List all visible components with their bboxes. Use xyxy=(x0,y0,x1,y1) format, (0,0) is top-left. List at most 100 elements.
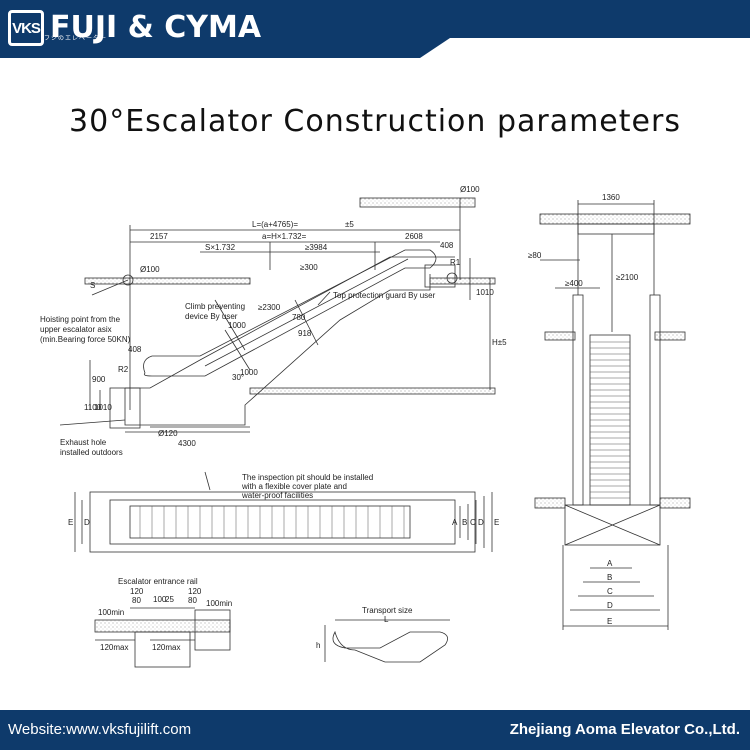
rail-120-l: 120 xyxy=(130,587,144,596)
lower-floor xyxy=(249,387,496,395)
plan-left-E: E xyxy=(68,518,73,527)
exhaust-note-2: installed outdoors xyxy=(60,448,123,457)
section-right-wall xyxy=(649,294,661,506)
section-label-E: E xyxy=(607,617,612,626)
plan-note-leader xyxy=(204,471,211,491)
rail-100min-l: 100min xyxy=(98,608,124,617)
dim-30deg: 30° xyxy=(232,373,244,382)
leader-top-guard xyxy=(317,291,331,306)
section-steps-lines xyxy=(590,341,630,499)
rail-80-r: 80 xyxy=(188,596,197,605)
section-view-text: 1360 ≥80 ≥400 ≥2100 A B C D E xyxy=(528,193,639,626)
plan-step-lines xyxy=(139,506,405,538)
footer-website[interactable]: Website:www.vksfujilift.com xyxy=(8,721,192,738)
plan-note-3: water-proof facilities xyxy=(241,491,313,500)
truss-upper-edge xyxy=(125,256,455,389)
dim-2157: 2157 xyxy=(150,232,168,241)
transport-h: h xyxy=(316,641,320,650)
transport-shape xyxy=(332,630,448,663)
dim-2608: 2608 xyxy=(405,232,423,241)
dim-1010-right: 1010 xyxy=(476,288,494,297)
dim-900: 900 xyxy=(92,375,106,384)
brand-name: FUJI & CYMA xyxy=(50,10,262,45)
footer-company: Zhejiang Aoma Elevator Co.,Ltd. xyxy=(509,721,740,738)
plan-view xyxy=(74,471,493,553)
hoist-note-3: (min.Bearing force 50KN) xyxy=(40,335,131,344)
climb-note-1: Climb preventing xyxy=(185,302,245,311)
dim-phi100-left: Ø100 xyxy=(140,265,160,274)
dim-1360: 1360 xyxy=(602,193,620,202)
truss-section-line-2 xyxy=(224,329,251,371)
dim-2100: ≥2100 xyxy=(616,273,639,282)
dim-2300: ≥2300 xyxy=(258,303,281,312)
dim-phi100-top: Ø100 xyxy=(460,185,480,194)
transport-L: L xyxy=(384,615,389,624)
header-banner: VKS FUJI & CYMA フジのエレベーター xyxy=(0,0,750,58)
construction-drawing: L=(a+4765)= ±5 a=H×1.732= 2157 2608 S×1.… xyxy=(0,170,750,705)
plan-note-2: with a flexible cover plate and xyxy=(241,482,347,491)
hoist-note-2: upper escalator asix xyxy=(40,325,112,334)
section-bottom-right xyxy=(659,497,691,509)
dim-3984: ≥3984 xyxy=(305,243,328,252)
section-top-box xyxy=(577,223,655,235)
dim-400: ≥400 xyxy=(565,279,583,288)
plan-outline xyxy=(89,491,476,553)
rail-80-l: 80 xyxy=(132,596,141,605)
section-left-wall xyxy=(572,294,584,506)
transport-title: Transport size xyxy=(362,606,413,615)
section-bottom-left xyxy=(534,497,566,509)
step-line xyxy=(204,258,409,367)
footer-bar: Website:www.vksfujilift.com Zhejiang Aom… xyxy=(0,710,750,750)
rail-120max-l: 120max xyxy=(100,643,128,652)
hoist-point-upper-icon xyxy=(446,272,458,284)
dim-4300: 4300 xyxy=(178,439,196,448)
rail-120max-r: 120max xyxy=(152,643,180,652)
logo-mark-icon: VKS xyxy=(8,10,44,46)
plan-view-text: The inspection pit should be installed w… xyxy=(68,473,499,527)
section-label-D: D xyxy=(607,601,613,610)
header-background xyxy=(0,0,750,58)
side-elevation-text: L=(a+4765)= ±5 a=H×1.732= 2157 2608 S×1.… xyxy=(40,185,507,457)
top-guard-note: Top protection guard By user xyxy=(333,291,436,300)
section-label-A: A xyxy=(607,559,613,568)
dim-408-left: 408 xyxy=(128,345,142,354)
rail-25: 25 xyxy=(165,595,174,604)
truss-section-line xyxy=(294,299,319,346)
rail-120-r: 120 xyxy=(188,587,202,596)
rail-detail xyxy=(94,607,231,668)
dim-phi120: Ø120 xyxy=(158,429,178,438)
rail-pit xyxy=(134,631,191,668)
dim-H: H±5 xyxy=(492,338,507,347)
hoist-note-1: Hoisting point from the xyxy=(40,315,121,324)
dim-80: ≥80 xyxy=(528,251,542,260)
plan-right-B: B xyxy=(462,518,467,527)
section-top-slab xyxy=(539,213,691,225)
rail-detail-text: Escalator entrance rail 120 80 100 25 12… xyxy=(98,577,232,652)
dim-s-label: S xyxy=(90,281,95,290)
dim-1000a: 1000 xyxy=(228,321,246,330)
leader-climb xyxy=(214,299,246,351)
plan-left-D: D xyxy=(84,518,90,527)
dim-1100: 1100 xyxy=(84,403,102,412)
plan-note-1: The inspection pit should be installed xyxy=(242,473,373,482)
rail-100min-r: 100min xyxy=(206,599,232,608)
drawing-canvas: L=(a+4765)= ±5 a=H×1.732= 2157 2608 S×1.… xyxy=(40,185,691,668)
section-pit-cross-2 xyxy=(564,504,661,546)
dim-R1: R1 xyxy=(450,258,461,267)
rail-title: Escalator entrance rail xyxy=(118,577,198,586)
rail-comb xyxy=(194,609,231,651)
upper-pit xyxy=(424,264,456,288)
plan-right-C: C xyxy=(470,518,476,527)
section-left-floor xyxy=(544,331,576,341)
dim-L-tol: ±5 xyxy=(345,220,354,229)
brand-logo: VKS FUJI & CYMA xyxy=(8,8,261,48)
section-right-floor xyxy=(654,331,686,341)
right-upper-floor xyxy=(429,277,496,285)
exhaust-note-1: Exhaust hole xyxy=(60,438,107,447)
upper-slab xyxy=(359,197,476,208)
section-label-B: B xyxy=(607,573,612,582)
section-view xyxy=(534,200,691,630)
dim-R2: R2 xyxy=(118,365,129,374)
dim-918: 918 xyxy=(298,329,312,338)
plan-inner xyxy=(109,499,456,545)
